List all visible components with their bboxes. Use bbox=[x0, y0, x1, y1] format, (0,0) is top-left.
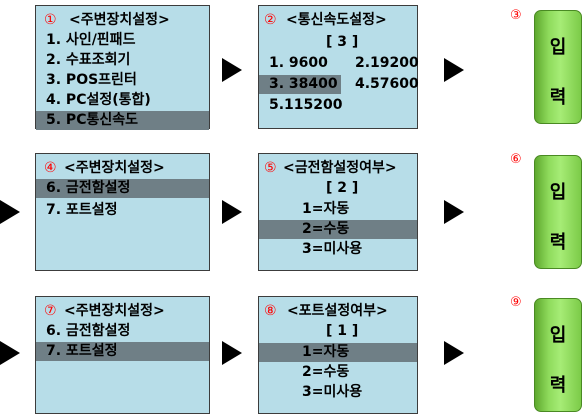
option-selected[interactable]: 3. 38400 bbox=[259, 75, 341, 94]
step-number: ① bbox=[44, 12, 57, 28]
menu-item[interactable]: 1. 사인/핀패드 bbox=[46, 32, 136, 48]
screen-port-setting: ⑧ <포트설정여부> [ 1 ] 1=자동 2=수동 3=미사용 bbox=[258, 296, 418, 414]
current-value: [ 1 ] bbox=[326, 323, 359, 339]
enter-button[interactable]: 입 력 bbox=[534, 10, 582, 124]
menu-item[interactable]: 6. 금전함설정 bbox=[46, 323, 131, 339]
step-number: ⑨ bbox=[510, 295, 522, 310]
step-number: ⑥ bbox=[510, 152, 522, 167]
screen-title: <주변장치설정> bbox=[64, 303, 165, 319]
flow-arrow bbox=[0, 200, 20, 224]
flow-arrow bbox=[444, 341, 464, 365]
flow-arrow bbox=[222, 58, 242, 82]
option-item[interactable]: 2=수동 bbox=[302, 364, 350, 380]
screen-peripheral-settings-3: ⑦ <주변장치설정> 6. 금전함설정 7. 포트설정 bbox=[35, 296, 210, 414]
step-number: ③ bbox=[510, 8, 522, 23]
flow-arrow bbox=[222, 341, 242, 365]
screen-title: <금전함설정여부> bbox=[283, 160, 397, 176]
menu-item-selected[interactable]: 6. 금전함설정 bbox=[36, 179, 209, 198]
option-item[interactable]: 3=미사용 bbox=[302, 384, 363, 400]
flow-arrow bbox=[444, 200, 464, 224]
flow-arrow bbox=[0, 341, 20, 365]
step-number: ⑦ bbox=[44, 303, 57, 319]
step-number: ④ bbox=[44, 160, 57, 176]
enter-button[interactable]: 입 력 bbox=[534, 298, 582, 412]
menu-item-selected[interactable]: 5. PC통신속도 bbox=[36, 111, 209, 130]
option-row[interactable]: 1. 9600 2.19200 bbox=[269, 55, 419, 71]
option-item[interactable]: 3=미사용 bbox=[302, 241, 363, 257]
screen-title: <포트설정여부> bbox=[287, 303, 388, 319]
menu-item[interactable]: 3. POS프린터 bbox=[46, 72, 137, 88]
screen-baud-rate-settings: ② <통신속도설정> [ 3 ] 1. 9600 2.19200 3. 3840… bbox=[258, 5, 419, 129]
screen-title: <주변장치설정> bbox=[64, 160, 165, 176]
option-item-selected[interactable]: 1=자동 bbox=[259, 343, 417, 362]
screen-title: <통신속도설정> bbox=[286, 12, 387, 28]
option-row[interactable]: 5.115200 bbox=[269, 97, 343, 113]
screen-cash-drawer-setting: ⑤ <금전함설정여부> [ 2 ] 1=자동 2=수동 3=미사용 bbox=[258, 153, 418, 271]
enter-button[interactable]: 입 력 bbox=[534, 155, 582, 269]
step-number: ② bbox=[264, 12, 277, 28]
current-value: [ 3 ] bbox=[326, 34, 359, 50]
option-row[interactable]: 3. 38400 4.57600 bbox=[259, 75, 419, 94]
screen-peripheral-settings-2: ④ <주변장치설정> 6. 금전함설정 7. 포트설정 bbox=[35, 153, 210, 271]
menu-item[interactable]: 4. PC설정(통합) bbox=[46, 92, 151, 108]
menu-item-selected[interactable]: 7. 포트설정 bbox=[36, 342, 209, 361]
step-number: ⑤ bbox=[264, 160, 277, 176]
current-value: [ 2 ] bbox=[326, 180, 359, 196]
option-item[interactable]: 1=자동 bbox=[302, 201, 350, 217]
option-item-selected[interactable]: 2=수동 bbox=[259, 220, 417, 239]
flow-arrow bbox=[444, 58, 464, 82]
step-number: ⑧ bbox=[264, 303, 277, 319]
menu-item[interactable]: 7. 포트설정 bbox=[46, 202, 118, 218]
menu-item[interactable]: 2. 수표조회기 bbox=[46, 52, 131, 68]
flow-arrow bbox=[222, 200, 242, 224]
screen-peripheral-settings-1: ① <주변장치설정> 1. 사인/핀패드 2. 수표조회기 3. POS프린터 … bbox=[35, 5, 210, 130]
screen-title: <주변장치설정> bbox=[69, 12, 170, 28]
